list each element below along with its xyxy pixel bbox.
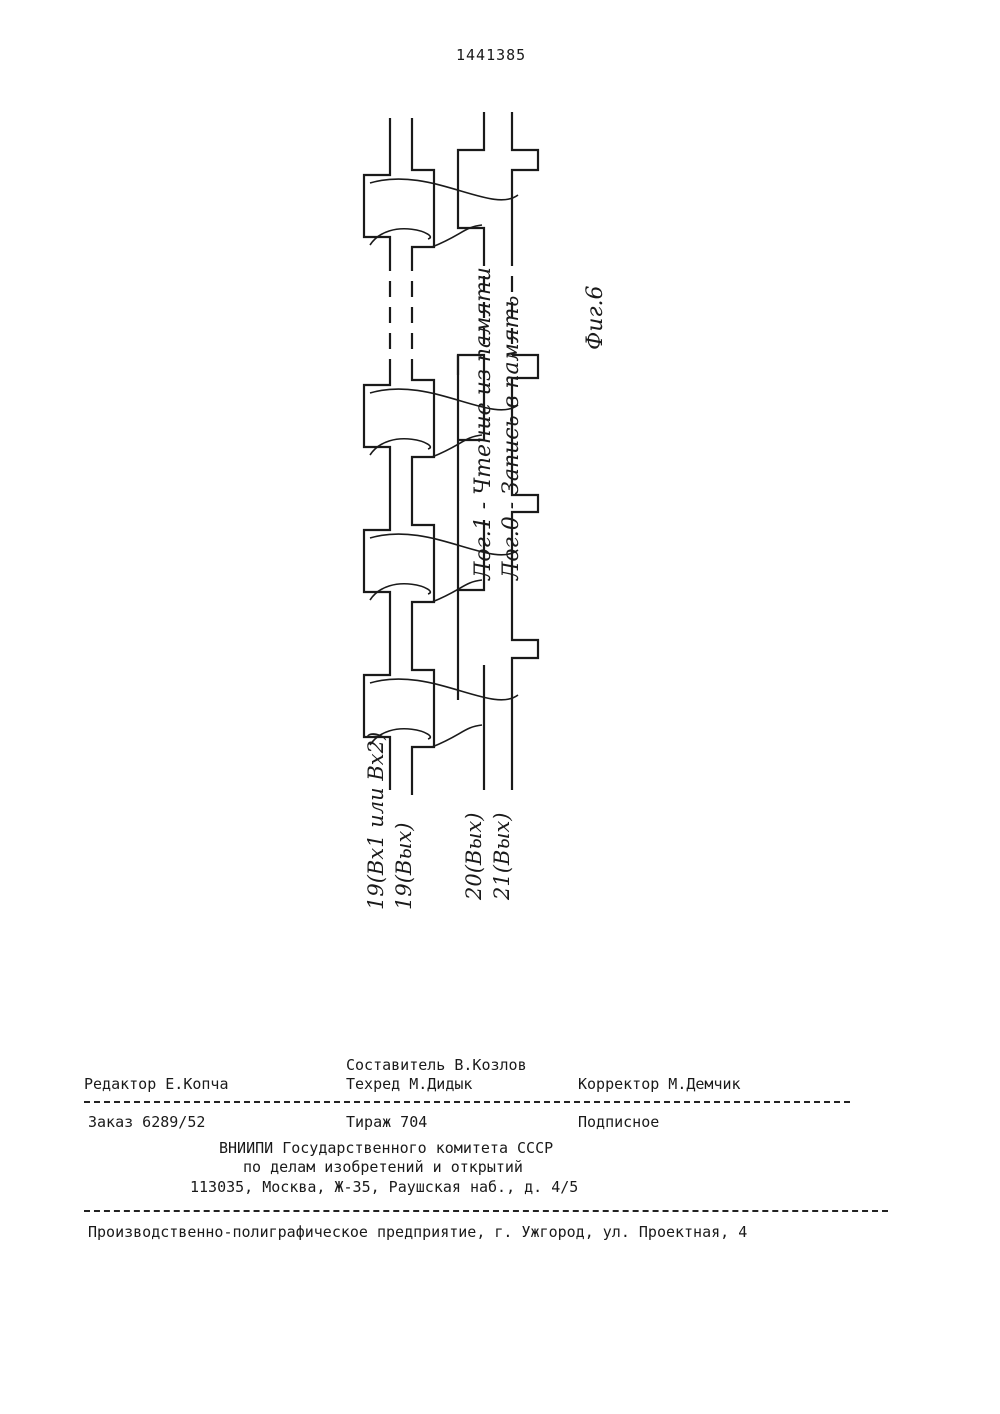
signal-label-21-out: 21(Вых) (490, 813, 514, 901)
editor: Редактор Е.Копча (84, 1075, 229, 1093)
waveform-19-out (412, 118, 434, 795)
subscription: Подписное (578, 1113, 659, 1131)
divider-bottom (84, 1210, 888, 1212)
waveform-21-out (512, 112, 538, 250)
circulation: Тираж 704 (346, 1113, 427, 1131)
org-name: ВНИИПИ Государственного комитета СССР (219, 1139, 553, 1157)
diagram-legend: Лог.1 - Чтение из памяти Лог.0 - Запись … (470, 267, 526, 580)
corrector: Корректор М.Демчик (578, 1075, 741, 1093)
signal-label-19-in: 19(Вх1 или Вх2) (364, 732, 388, 910)
waveform-19-in (364, 118, 390, 790)
legend-write: Лог.0 - Запись в память (498, 267, 526, 580)
org-department: по делам изобретений и открытий (243, 1158, 523, 1176)
compiler: Составитель В.Козлов (346, 1056, 527, 1074)
org-address: 113035, Москва, Ж-35, Раушская наб., д. … (190, 1178, 578, 1196)
signal-label-20-out: 20(Вых) (462, 813, 486, 901)
legend-read: Лог.1 - Чтение из памяти (470, 267, 498, 580)
order-number: Заказ 6289/52 (88, 1113, 205, 1131)
skew-arrow-write-4 (432, 725, 482, 747)
divider-top (84, 1101, 850, 1103)
techred: Техред М.Дидык (346, 1075, 472, 1093)
signal-label-19-out: 19(Вых) (392, 823, 416, 911)
skew-arrow-read-4 (370, 679, 518, 700)
printer: Производственно-полиграфическое предприя… (88, 1223, 747, 1241)
skew-arrow-read-1 (370, 179, 518, 200)
figure-label: Фиг.6 (582, 285, 610, 350)
